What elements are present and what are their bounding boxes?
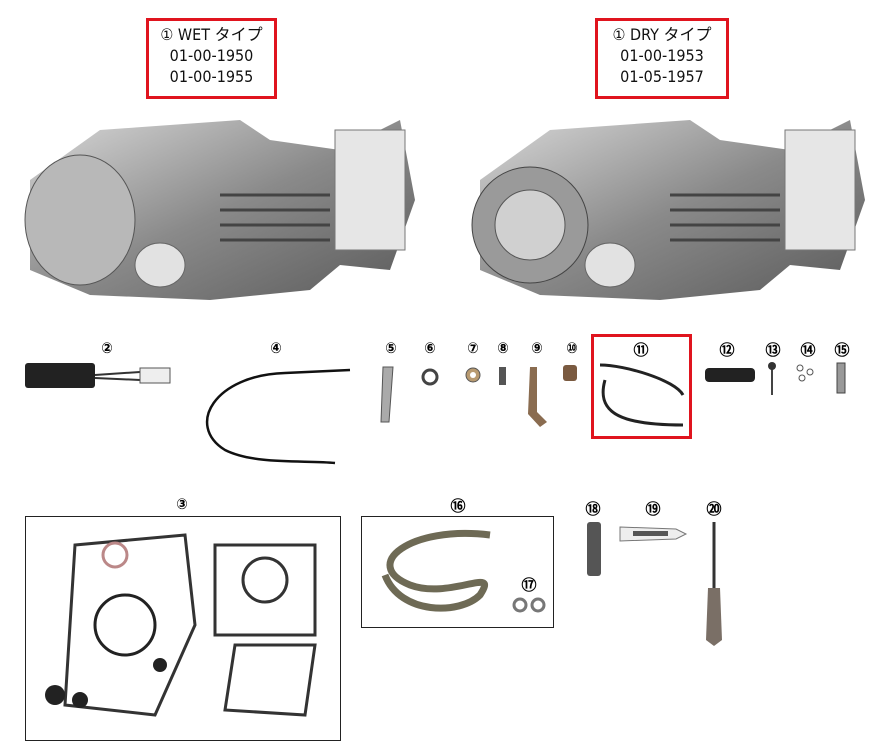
- part-label-4: ④: [270, 339, 282, 357]
- gasket-set-image: [45, 533, 317, 717]
- screwdriver-image: [706, 522, 722, 646]
- plug-socket-image: [587, 522, 601, 576]
- sealant-tube-image: [619, 526, 688, 542]
- wet-part-number-1: 01-00-1950: [169, 46, 254, 65]
- part-label-10: ⑩: [566, 339, 578, 357]
- throttle-cable-image: [205, 368, 351, 465]
- small-parts-image: [380, 365, 577, 427]
- part-label-13: ⑬: [765, 341, 781, 359]
- part-label-19: ⑲: [645, 500, 661, 518]
- wet-part-number-2: 01-00-1955: [169, 67, 254, 86]
- part-label-20: ⑳: [706, 500, 722, 518]
- part-label-3: ③: [176, 495, 188, 513]
- hose-clip-image: [512, 597, 546, 613]
- part-label-14: ⑭: [800, 341, 816, 359]
- part-label-12: ⑫: [719, 341, 735, 359]
- part-label-15: ⑮: [834, 341, 850, 359]
- dry-engine-image: [471, 120, 865, 300]
- dry-part-number-1: 01-00-1953: [620, 46, 704, 65]
- part-11-highlight-box: [591, 334, 692, 439]
- gasket-set-box: [25, 516, 341, 741]
- dry-type-box: [595, 18, 729, 99]
- part-label-18: ⑱: [585, 500, 601, 518]
- part-label-11: ⑪: [633, 341, 649, 359]
- dry-part-number-2: 01-05-1957: [620, 67, 704, 86]
- wet-type-label: ① WET タイプ 01-00-1950 01-00-1955: [146, 24, 277, 87]
- wet-type-title: ① WET タイプ: [160, 25, 263, 44]
- part-label-7: ⑦: [467, 339, 479, 357]
- part-label-5: ⑤: [385, 339, 397, 357]
- part-label-9: ⑨: [531, 339, 543, 357]
- part-label-17: ⑰: [521, 576, 537, 594]
- part-label-2: ②: [101, 339, 113, 357]
- dry-type-label: ① DRY タイプ 01-00-1953 01-05-1957: [595, 24, 729, 87]
- small-parts-right-image: [705, 362, 846, 395]
- part-label-6: ⑥: [424, 339, 436, 357]
- cdi-unit-image: [25, 363, 171, 388]
- wet-type-box: [146, 18, 277, 99]
- dry-type-title: ① DRY タイプ: [612, 25, 712, 44]
- part-label-8: ⑧: [497, 339, 509, 357]
- fuel-hose-image: [599, 363, 685, 427]
- fuel-line-box: [361, 516, 554, 628]
- part-label-16: ⑯: [450, 497, 466, 515]
- wet-engine-image: [24, 120, 415, 300]
- braided-hose-image: [381, 530, 491, 612]
